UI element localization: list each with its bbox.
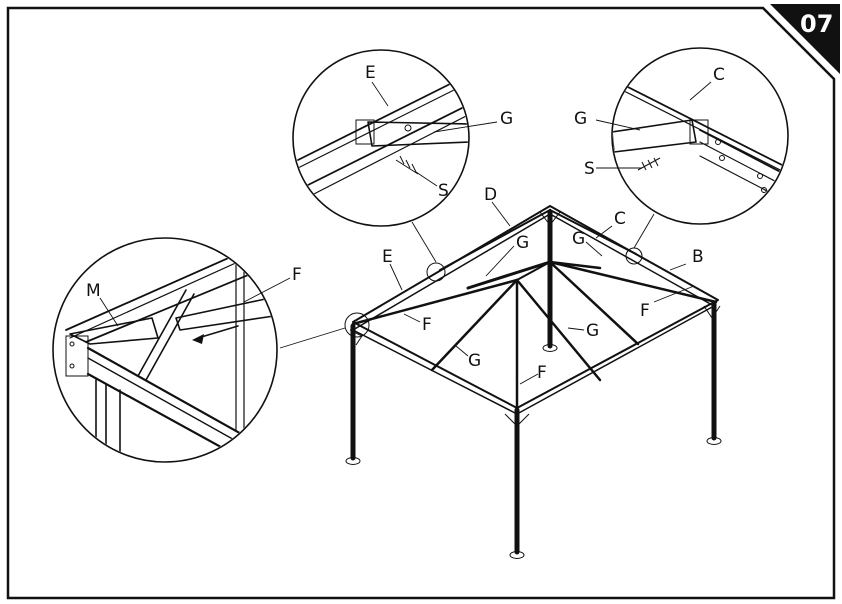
roof-diagonals xyxy=(430,209,640,382)
part-labels: E G S C G S D C G G B E F F G G F M F xyxy=(86,63,725,383)
label-g-right: G xyxy=(586,321,599,341)
label-m: M xyxy=(86,281,101,301)
label-g-detail-left: G xyxy=(500,109,513,129)
label-e-detail: E xyxy=(365,63,376,83)
label-g-bottom: G xyxy=(468,351,481,371)
gazebo-perimeter xyxy=(352,205,719,415)
detail-view-e xyxy=(292,49,498,263)
label-g-top: G xyxy=(516,233,529,253)
label-s-detail-left: S xyxy=(438,181,449,201)
label-c-detail: C xyxy=(713,65,725,85)
label-g-detail-right: G xyxy=(574,109,587,129)
label-f-right: F xyxy=(640,301,650,321)
step-number: 07 xyxy=(800,10,833,38)
gazebo-main xyxy=(344,205,722,559)
detail-circle-m xyxy=(344,312,370,338)
corner-braces xyxy=(349,211,721,427)
detail-circle-e xyxy=(426,262,446,282)
roof-ridge xyxy=(466,260,602,290)
roof-rafters xyxy=(351,208,718,412)
label-f-left: F xyxy=(422,315,432,335)
label-g-right-top: G xyxy=(572,229,585,249)
label-s-detail-right: S xyxy=(584,159,595,179)
label-c: C xyxy=(614,209,626,229)
label-f-bottom: F xyxy=(537,363,547,383)
label-d: D xyxy=(484,185,497,205)
step-badge: 07 xyxy=(770,4,840,74)
detail-view-c xyxy=(595,47,789,249)
label-f-detail: F xyxy=(292,265,302,285)
label-b: B xyxy=(692,247,704,267)
label-e: E xyxy=(382,247,393,267)
detail-view-m xyxy=(52,237,346,463)
page-frame xyxy=(6,6,836,600)
gazebo-legs xyxy=(345,209,722,559)
main-leaders xyxy=(389,201,695,385)
